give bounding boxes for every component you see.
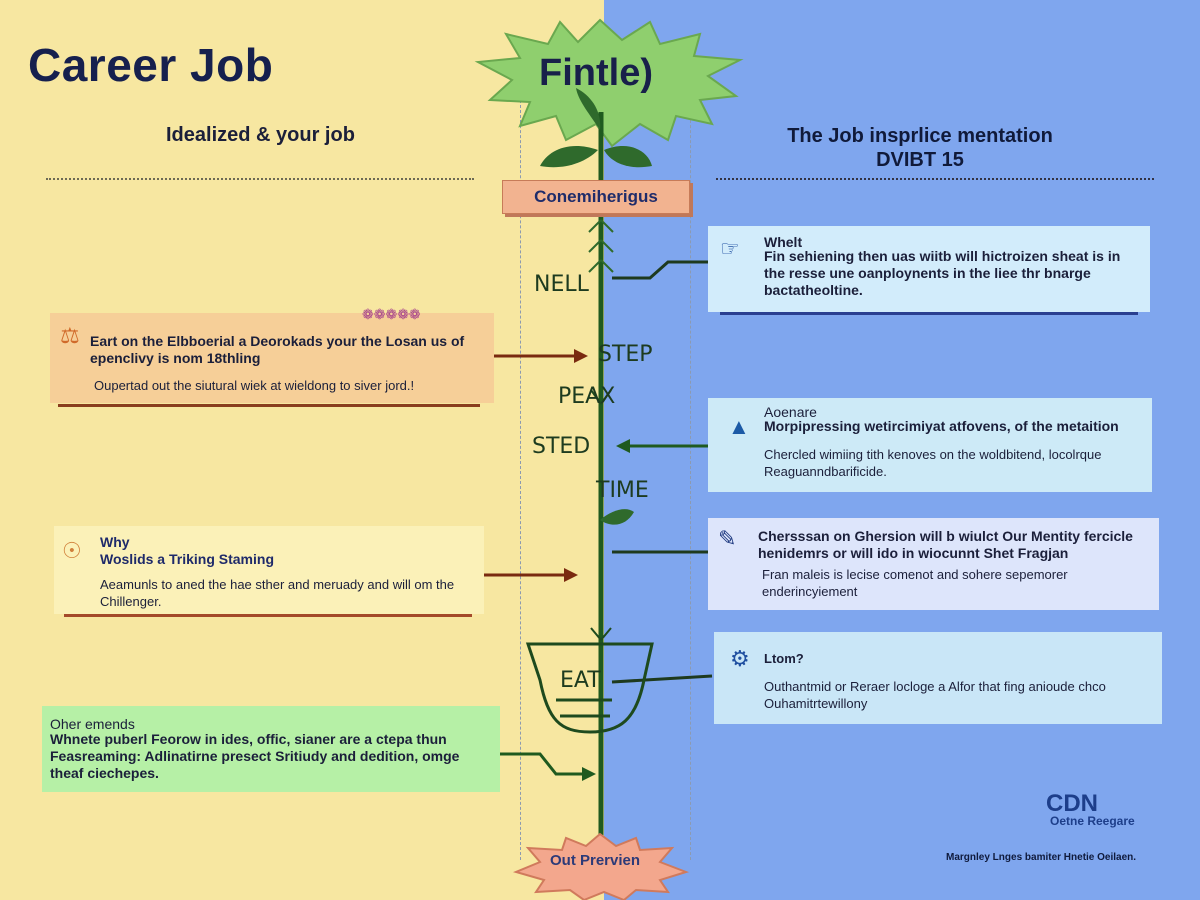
pen-icon: ✎ (718, 526, 737, 551)
logo: CDN (1046, 790, 1098, 817)
right-card-4: ⚙ Ltom? Outhantmid or Reraer locloge a A… (714, 632, 1162, 724)
hand-icon: ☞ (720, 236, 740, 261)
logo-subtitle: Oetne Reegare (1050, 814, 1135, 828)
badge-icon: ☉ (62, 538, 82, 563)
fin-icon: ▲ (728, 414, 750, 439)
divider-right (716, 178, 1154, 180)
left-card-2-underline (64, 614, 472, 617)
timeline-word-2: STEP (598, 342, 653, 367)
timeline-word-3: PEAX (558, 384, 616, 409)
left-card-1-heading: Eart on the Elbboerial a Deorokads your … (90, 333, 465, 366)
sprig-small-icon (590, 389, 612, 641)
camera-icon: ⚙ (730, 646, 750, 671)
subtitle-right-line1: The Job insprlice mentation (787, 125, 1053, 147)
right-card-4-body: Outhantmid or Reraer locloge a Alfor tha… (764, 679, 1106, 711)
right-card-3-body: Fran maleis is lecise comenot and sohere… (762, 567, 1068, 599)
subtitle-left: Idealized & your job (166, 124, 355, 146)
subtitle-right: The Job insprlice mentation DVIBT 15 (720, 124, 1120, 172)
right-card-2: ▲ Aoenare Morpipressing wetircimiyat atf… (708, 398, 1152, 492)
right-card-1-body: Fin sehiening then uas wiitb will hictro… (764, 248, 1121, 298)
left-card-1-underline (58, 404, 480, 407)
timeline-guide-left (520, 100, 521, 860)
vase-icon (525, 642, 654, 734)
right-card-2-body: Chercled wimiing tith kenoves on the wol… (764, 447, 1102, 479)
section-tag: Conemiherigus (502, 180, 690, 214)
left-card-2-heading: Why Woslids a Triking Staming (100, 534, 274, 567)
right-card-3: ✎ Chersssan on Ghersion will b wiulct Ou… (708, 518, 1159, 610)
title-burst-shape (474, 18, 744, 148)
bottom-burst-shape (512, 832, 690, 900)
timeline-word-5: TIME (596, 478, 649, 503)
connector-lines (611, 260, 713, 684)
decorative-figures-icon: ❁❁❁❁❁ (362, 306, 421, 322)
right-card-2-subheading: Morpipressing wetircimiyat atfovens, of … (764, 418, 1119, 434)
timeline-word-6: EAT (560, 668, 601, 693)
bottom-label: Out Prervien (549, 852, 641, 869)
timeline-word-4: STED (532, 434, 591, 459)
burst-label: Fintle) (539, 52, 653, 94)
timeline-word-1: NELL (534, 272, 589, 297)
page-title: Career Job (28, 39, 274, 91)
right-card-1-underline (720, 312, 1138, 315)
right-card-1-heading: Whelt (764, 234, 803, 250)
right-card-2-heading: Aoenare (764, 404, 817, 420)
subtitle-right-line2: DVIBT 15 (876, 149, 964, 171)
timeline-guide-right (690, 100, 691, 860)
left-card-1: ⚖ Eart on the Elbboerial a Deorokads you… (50, 313, 494, 403)
left-card-1-body: Oupertad out the siutural wiek at wieldo… (94, 378, 415, 393)
left-card-2: ☉ Why Woslids a Triking Staming Aeamunls… (54, 526, 484, 614)
left-card-2-body: Aeamunls to aned the hae sther and merua… (100, 577, 455, 609)
fern-icon (588, 219, 614, 273)
footer-note: Margnley Lnges bamiter Hnetie Oeilaen. (946, 852, 1137, 863)
right-card-4-heading: Ltom? (764, 651, 804, 666)
divider-left (46, 178, 474, 180)
left-card-3-heading: Oher emends (50, 716, 135, 732)
right-card-1: ☞ Whelt Fin sehiening then uas wiitb wil… (708, 226, 1150, 312)
left-card-3: Oher emends Whnete puberl Feorow in ides… (42, 706, 500, 792)
right-card-3-heading: Chersssan on Ghersion will b wiulct Our … (758, 528, 1133, 561)
figure-icon: ⚖ (60, 323, 80, 348)
arrows (476, 349, 708, 781)
left-card-3-body: Whnete puberl Feorow in ides, offic, sia… (50, 731, 460, 781)
leaf-sprig-icon (540, 88, 652, 525)
